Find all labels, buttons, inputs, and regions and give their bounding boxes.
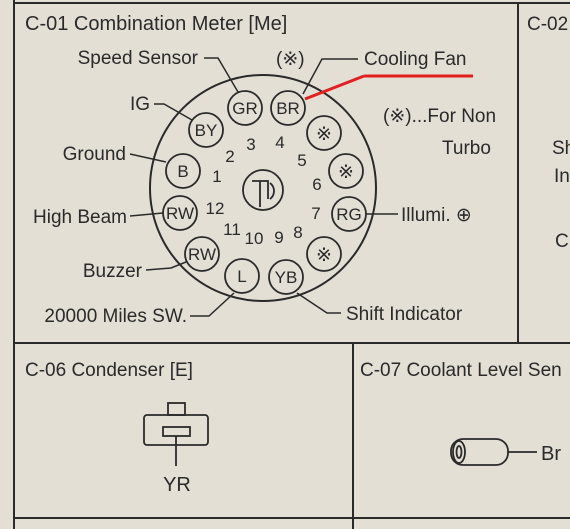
leader-lines [129, 57, 398, 317]
panel-c06-condenser: C-06 Condenser [E] YR [25, 360, 209, 496]
condenser-wire-label: YR [163, 474, 191, 496]
pin-4-number: 4 [275, 133, 284, 152]
pin-2-wire: BY [195, 121, 218, 140]
connector-key-icon [242, 169, 284, 211]
label-ig: IG [130, 94, 150, 115]
pin-1-number: 1 [212, 167, 221, 186]
connector-c01-housing [149, 74, 377, 302]
panel-c07-title: C-07 Coolant Level Sen [360, 360, 562, 381]
label-buzzer: Buzzer [83, 261, 143, 282]
panel-c02-fragment-2: In [554, 166, 570, 187]
panel-frames [13, 0, 570, 529]
signal-labels: Speed Sensor IG Ground High Beam Buzzer … [33, 48, 496, 327]
pin-1-wire: B [177, 162, 188, 181]
panel-c02-fragment-3: C [555, 231, 569, 252]
pin-1-circle [165, 153, 201, 189]
pin-7-number: 7 [311, 204, 320, 223]
condenser-connector-icon [143, 402, 209, 466]
red-highlight-annotation [304, 74, 473, 101]
pin-extra-wire: ※ [316, 245, 332, 266]
pin-6-circle [328, 153, 364, 189]
label-shift-indicator: Shift Indicator [346, 304, 463, 325]
pin-5-wire: ※ [316, 124, 332, 145]
panel-c02-title: C-02 [527, 14, 568, 35]
pin-extra-circle [306, 236, 342, 272]
label-cooling-fan-mark: (※) [276, 49, 305, 70]
label-illumi: Illumi. ⊕ [401, 205, 472, 226]
pin-12-wire: RW [166, 204, 194, 223]
label-high-beam: High Beam [33, 207, 127, 228]
pin-9-number: 9 [274, 228, 283, 247]
highlight-arrow-line [304, 74, 365, 101]
label-note-line2: Turbo [442, 138, 491, 159]
pin-7-wire: RG [336, 205, 362, 224]
pin-12-number: 12 [206, 199, 225, 218]
pin-11-circle [184, 236, 220, 272]
coolant-sensor-wire-label: Br [541, 443, 561, 465]
panel-c02-fragment-1: Sh [552, 138, 570, 159]
panel-c01-title: C-01 Combination Meter [Me] [25, 13, 287, 35]
pin-numbers: 3 4 2 5 1 6 12 7 11 10 9 8 [206, 133, 322, 248]
panel-c07-coolant-level: C-07 Coolant Level Sen Br [360, 360, 562, 466]
coolant-sensor-connector-icon [450, 438, 537, 466]
label-note-line1: (※)...For Non [383, 106, 496, 127]
pin-4-circle [270, 90, 306, 126]
label-cooling-fan: Cooling Fan [364, 49, 466, 70]
pin-2-circle [188, 112, 224, 148]
pin-3-number: 3 [246, 135, 255, 154]
pin-8-circle [268, 259, 304, 295]
pin-wire-labels: GR BR BY ※ B ※ RW RG RW ※ L YB [166, 99, 362, 287]
panel-c06-title: C-06 Condenser [E] [25, 360, 193, 381]
pin-8-number: 8 [293, 223, 302, 242]
pin-10-number: 10 [245, 229, 264, 248]
pin-circles [162, 90, 367, 295]
pin-11-number: 11 [223, 220, 241, 239]
pin-8-wire: YB [275, 268, 298, 287]
pin-2-number: 2 [225, 147, 234, 166]
pin-5-circle [306, 115, 342, 151]
pin-3-circle [227, 90, 263, 126]
pin-6-wire: ※ [338, 162, 354, 183]
label-speed-sensor: Speed Sensor [78, 48, 199, 69]
pin-5-number: 5 [297, 151, 306, 170]
pin-10-circle [224, 258, 260, 294]
pin-4-wire: BR [276, 99, 300, 118]
pin-11-wire: RW [188, 245, 216, 264]
panel-c02: C-02 Sh In C [527, 14, 570, 252]
label-miles-sw: 20000 Miles SW. [44, 306, 187, 327]
pin-10-wire: L [237, 267, 246, 286]
pin-3-wire: GR [232, 99, 258, 118]
panel-c01-combination-meter: C-01 Combination Meter [Me] GR [25, 13, 496, 327]
label-ground: Ground [63, 144, 126, 165]
pin-6-number: 6 [312, 175, 321, 194]
